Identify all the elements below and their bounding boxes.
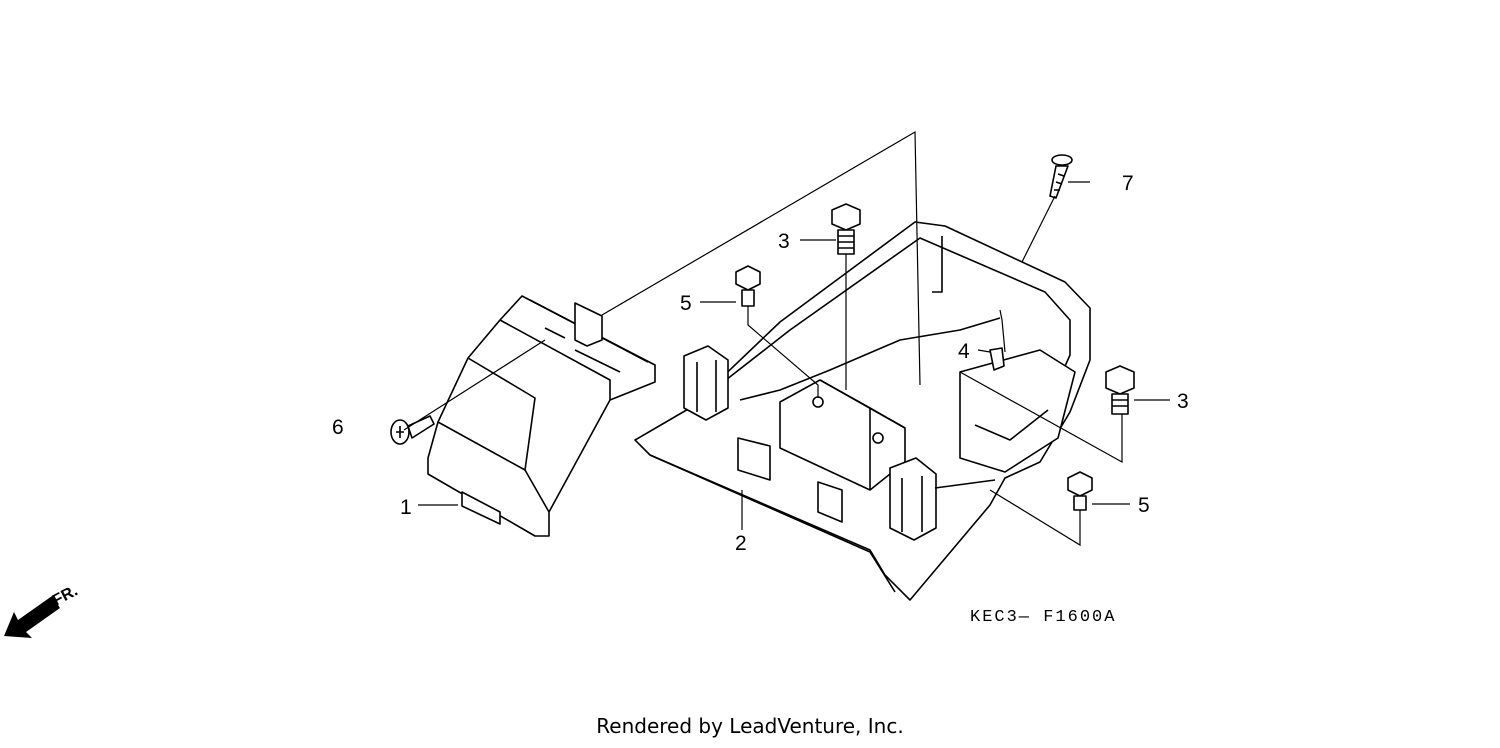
callout-3-right: 3 — [1177, 390, 1189, 413]
callout-3-upper: 3 — [778, 230, 790, 253]
screw-6[interactable] — [390, 415, 435, 445]
callout-6: 6 — [332, 416, 344, 439]
diagram-code: KEC3— F1600A — [970, 608, 1117, 627]
footer-credit: Rendered by LeadVenture, Inc. — [596, 714, 904, 738]
bolt-5-upper[interactable] — [735, 265, 761, 307]
clip-4[interactable] — [989, 347, 1005, 371]
leader-lines — [403, 130, 1170, 547]
callout-7: 7 — [1122, 172, 1134, 195]
callout-1: 1 — [400, 496, 412, 519]
front-direction-arrow-icon: FR. — [4, 582, 81, 638]
callout-4: 4 — [958, 340, 970, 363]
bolt-5-right[interactable] — [1067, 471, 1093, 511]
callouts: 1 2 3 3 4 5 5 6 7 — [332, 172, 1189, 555]
part-1-cover[interactable] — [427, 295, 656, 537]
callout-5-right: 5 — [1138, 494, 1150, 517]
callout-5-upper: 5 — [680, 292, 692, 315]
part-2-tray[interactable] — [634, 221, 1091, 601]
bolt-3-right[interactable] — [1105, 365, 1135, 415]
screw-7[interactable] — [1049, 154, 1073, 199]
bolt-3-upper[interactable] — [831, 203, 861, 255]
callout-2: 2 — [735, 532, 747, 555]
